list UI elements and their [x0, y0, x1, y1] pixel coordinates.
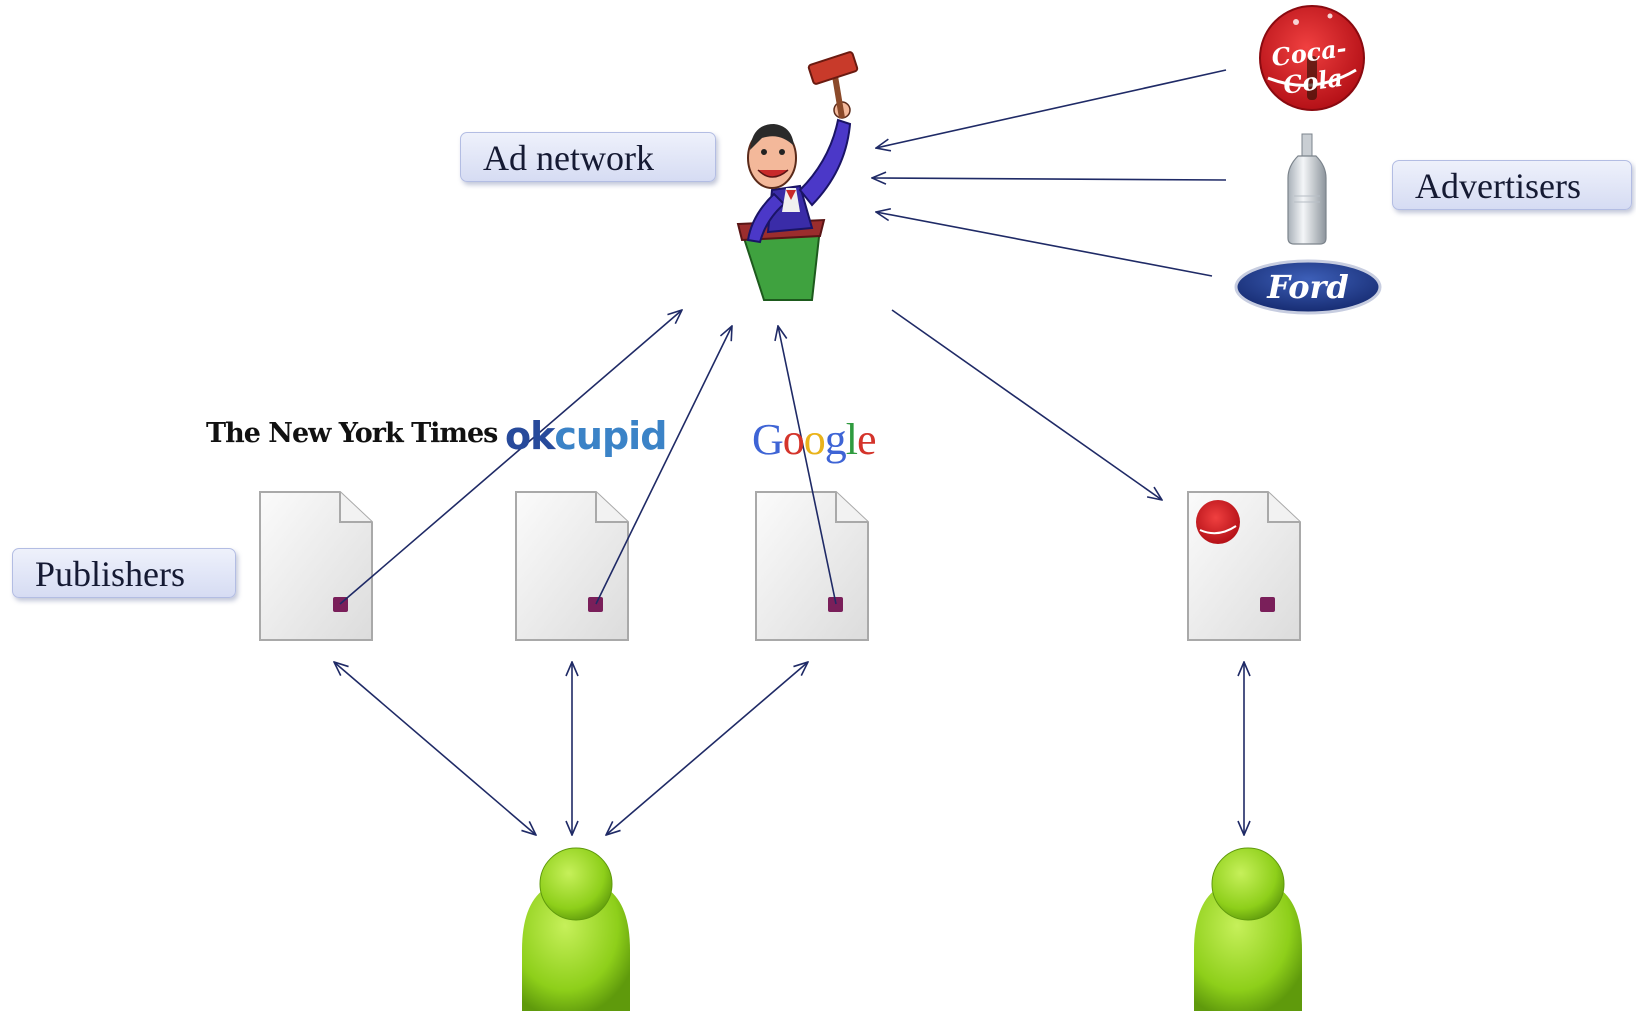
ford-logo	[1234, 259, 1382, 315]
user-icon	[522, 847, 630, 1011]
document-icon	[755, 491, 869, 641]
arrow-ford-to-network	[876, 212, 1213, 277]
auctioneer-icon	[736, 51, 859, 301]
user-icon	[1194, 847, 1302, 1011]
document-icon	[1187, 491, 1301, 641]
okcupid-logo-text: ok	[505, 414, 555, 458]
google-logo: Google	[752, 414, 877, 465]
document-icon	[259, 491, 373, 641]
arrow-vodka-to-network	[872, 178, 1227, 180]
ford-logo-text: Ford	[1267, 268, 1349, 306]
vodka-bottle-icon	[1287, 133, 1327, 245]
nyt-logo: The New York Times	[206, 418, 498, 449]
ad-network-label: Ad network	[460, 132, 716, 182]
ad-slot-icon	[588, 597, 603, 612]
arrow-okcupid-to-network	[595, 326, 732, 605]
okcupid-logo: okcupid	[505, 414, 667, 458]
advertisers-label: Advertisers	[1392, 160, 1632, 210]
coca-cola-logo	[1259, 5, 1365, 111]
publishers-label: Publishers	[12, 548, 236, 598]
coca-cola-ad-icon	[1196, 500, 1240, 544]
google-logo-text: Google	[752, 415, 877, 464]
ad-slot-icon	[828, 597, 843, 612]
arrow-user-google	[606, 662, 808, 835]
arrows	[334, 69, 1244, 835]
arrow-user-nyt	[334, 662, 536, 835]
document-icon	[515, 491, 629, 641]
arrow-network-to-ad-page	[891, 309, 1162, 500]
okcupid-logo-text-rest: cupid	[554, 414, 667, 458]
arrow-nyt-to-network	[339, 310, 682, 605]
arrow-google-to-network	[778, 326, 837, 605]
ad-slot-icon	[1260, 597, 1275, 612]
arrow-coca-cola-to-network	[876, 69, 1227, 148]
